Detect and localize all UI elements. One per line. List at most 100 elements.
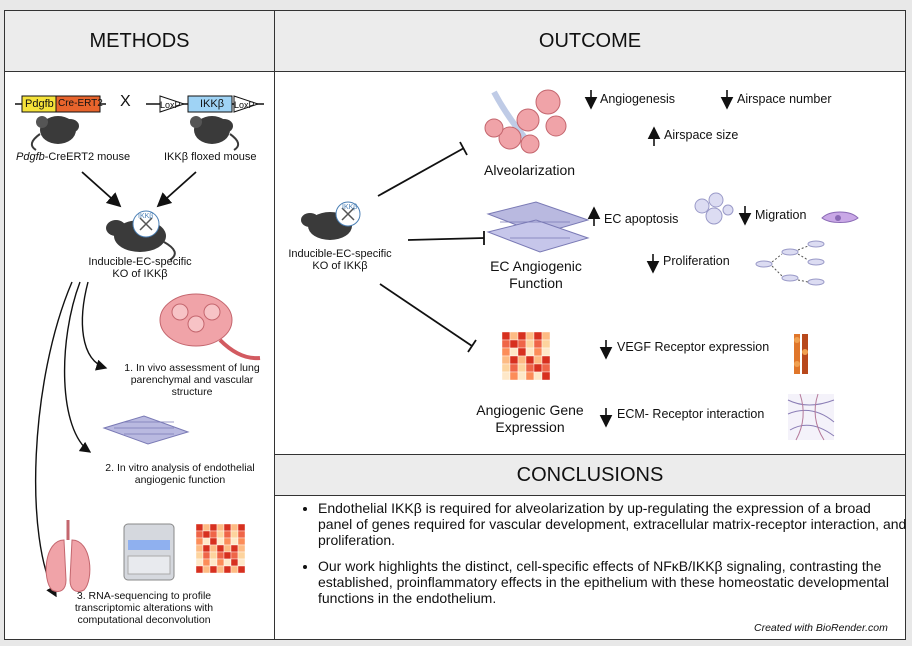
heatmap-cell	[223, 565, 232, 574]
heatmap-cell	[541, 363, 551, 373]
heatmap-cell	[223, 544, 232, 553]
cre-label: Cre-ERT2	[58, 98, 103, 109]
heatmap-cell	[216, 565, 225, 574]
apoptotic-cell-icon	[694, 192, 734, 225]
heatmap-cell	[209, 537, 218, 546]
heatmap-cell	[517, 339, 527, 349]
alveolarization-title: Alveolarization	[484, 162, 576, 178]
heatmap-cell	[237, 530, 246, 539]
loxp-label: LoxP	[234, 100, 255, 110]
heatmap-cell	[195, 523, 204, 532]
heatmap-cell	[223, 523, 232, 532]
heatmap-cell	[525, 355, 535, 365]
heatmap-cell	[501, 371, 511, 381]
method-arrow-2	[63, 281, 92, 453]
heatmap-cell	[195, 537, 204, 546]
heatmap-cell	[216, 530, 225, 539]
heatmap-cell	[237, 565, 246, 574]
heatmap-cell	[230, 544, 239, 553]
heatmap-cell	[509, 347, 519, 357]
method-arrow-1	[81, 281, 108, 371]
heatmap-cell	[216, 523, 225, 532]
heatmap-cell	[509, 355, 519, 365]
heatmap-cell	[525, 331, 535, 341]
heatmap-cell	[517, 371, 527, 381]
alveoli-icon	[484, 89, 567, 154]
ko-mouse-icon	[301, 201, 361, 240]
heatmap-cell	[230, 558, 239, 567]
ikkb-floxed-construct	[146, 95, 264, 113]
heatmap-cell	[509, 363, 519, 373]
conclusions-list: Endothelial IKKβ is required for alveola…	[296, 500, 908, 616]
heatmap-cell	[202, 530, 211, 539]
heatmap-cell	[509, 371, 519, 381]
pdgfb-gene-label: Pdgfb	[25, 98, 54, 110]
heatmap-cell	[223, 551, 232, 560]
migrating-cell-icon	[821, 211, 859, 223]
heatmap-cell	[216, 544, 225, 553]
heatmap-cell	[533, 331, 543, 341]
ikkb-gene-label: IKKβ	[200, 98, 225, 110]
heatmap-cell	[541, 331, 551, 341]
mouse-icon	[30, 116, 79, 151]
conclusion-bullet-1: Endothelial IKKβ is required for alveola…	[318, 500, 908, 548]
heatmap-cell	[541, 371, 551, 381]
effect-arrows	[584, 90, 752, 428]
heatmap-cell	[223, 537, 232, 546]
heatmap-cell	[216, 558, 225, 567]
mouse-icon	[190, 116, 240, 151]
heatmap-cell	[533, 347, 543, 357]
vegf-receptor-icon	[794, 334, 808, 374]
ecm-fibers-icon	[787, 393, 835, 441]
heatmap-cell	[509, 331, 519, 341]
ec-cells-icon	[486, 201, 590, 253]
heatmap-cell	[230, 537, 239, 546]
heatmap-cell	[216, 537, 225, 546]
heatmap-cell	[501, 331, 511, 341]
heatmap-cell	[230, 523, 239, 532]
effect-proliferation: Proliferation	[663, 254, 730, 268]
heatmap-cell	[209, 530, 218, 539]
loxp-label: LoxP	[160, 100, 181, 110]
heatmap-cell	[237, 537, 246, 546]
heatmap-cell	[501, 363, 511, 373]
heatmap-cell	[525, 371, 535, 381]
heatmap-cell	[216, 551, 225, 560]
heatmap-cell	[230, 551, 239, 560]
cross-arrow-right	[156, 171, 197, 208]
heatmap-cell	[209, 544, 218, 553]
heatmap-cell	[202, 544, 211, 553]
heatmap-cell	[533, 363, 543, 373]
cross-arrow-left	[81, 171, 122, 208]
heatmap-cell	[501, 355, 511, 365]
effect-airspace-number: Airspace number	[737, 92, 832, 106]
heatmap-cell	[195, 551, 204, 560]
proliferating-cells-icon	[755, 240, 825, 286]
ko-mouse-badge: IKKβ	[342, 204, 358, 211]
heatmap-cell	[195, 565, 204, 574]
heatmap-cell	[237, 551, 246, 560]
heatmap-cell	[517, 347, 527, 357]
heatmap-cell	[202, 551, 211, 560]
lung-tissue-icon	[159, 293, 261, 361]
heatmap-cell	[525, 363, 535, 373]
conclusion-bullet-2: Our work highlights the distinct, cell-s…	[318, 558, 908, 606]
heatmap-cell	[501, 339, 511, 349]
ikkb-floxed-mouse-label: IKKβ floxed mouse	[164, 151, 257, 163]
effect-angiogenesis: Angiogenesis	[600, 92, 676, 106]
endothelial-cells-icon	[102, 415, 190, 445]
conclusions-header: CONCLUSIONS	[274, 454, 906, 496]
heatmap-small-icon	[195, 523, 246, 574]
heatmap-cell	[230, 530, 239, 539]
heatmap-cell	[517, 331, 527, 341]
heatmap-cell	[230, 565, 239, 574]
ko-mouse-icon	[106, 210, 176, 261]
heatmap-cell	[223, 558, 232, 567]
